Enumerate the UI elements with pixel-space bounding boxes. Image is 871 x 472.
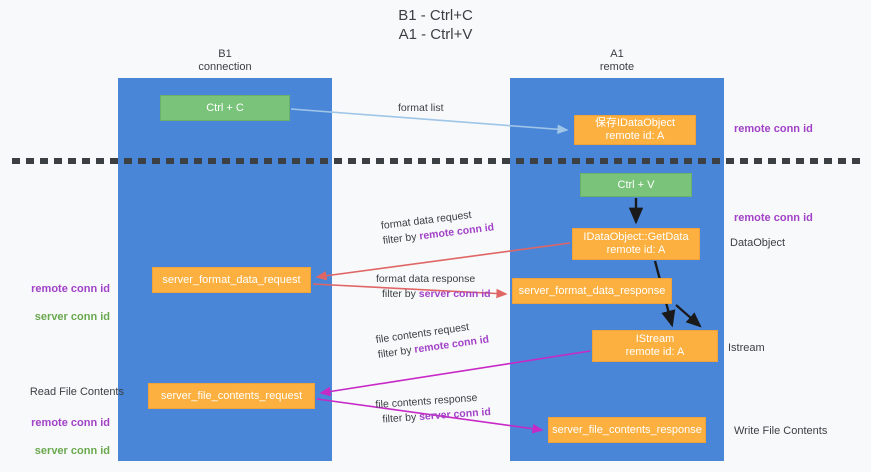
- edge-label-format-data-response-line1: format data response: [376, 273, 476, 285]
- node-istream[interactable]: IStream remote id: A: [592, 330, 718, 362]
- phase-divider: [12, 158, 860, 164]
- annotation-left-remote-conn-id-bottom: remote conn id: [31, 417, 110, 429]
- edge-label-format-list: format list: [398, 101, 444, 116]
- annotation-write-file-contents: Write File Contents: [734, 425, 828, 437]
- annotation-istream: Istream: [728, 342, 765, 354]
- filter-by-prefix: filter by: [382, 288, 419, 300]
- edge-label-format-list-line1: format list: [398, 102, 444, 114]
- node-ctrl-c[interactable]: Ctrl + C: [160, 95, 290, 121]
- annotation-left-remote-conn-id-mid: remote conn id: [31, 283, 110, 295]
- node-save-idataobject[interactable]: 保存IDataObject remote id: A: [574, 115, 696, 145]
- node-server-file-contents-response[interactable]: server_file_contents_response: [548, 417, 706, 443]
- annotation-left-conn-ids-bottom: remote conn id server conn id: [20, 402, 110, 472]
- annotation-left-conn-ids-mid: remote conn id server conn id: [20, 268, 110, 338]
- filter-by-prefix: filter by: [382, 230, 421, 247]
- edge-label-format-data-request: format data request filter by remote con…: [380, 205, 495, 248]
- node-server-format-data-response[interactable]: server_format_data_response: [512, 278, 672, 304]
- annotation-read-file-contents: Read File Contents: [29, 386, 124, 398]
- filter-by-prefix: filter by: [377, 343, 416, 361]
- edge-label-format-data-response: format data response filter by server co…: [376, 272, 491, 302]
- edge-label-file-contents-request: file contents request filter by remote c…: [375, 318, 490, 363]
- filter-key-server-conn-id: server conn id: [418, 406, 492, 423]
- annotation-dataobject: DataObject: [730, 237, 786, 249]
- annotation-left-server-conn-id-bottom: server conn id: [34, 445, 110, 457]
- column-header-b1: B1 connection: [198, 48, 252, 73]
- edge-label-file-contents-response: file contents response filter by server …: [375, 390, 491, 428]
- page-title: B1 - Ctrl+C A1 - Ctrl+V: [398, 7, 473, 43]
- node-idataobject-getdata[interactable]: IDataObject::GetData remote id: A: [572, 228, 700, 260]
- filter-key-server-conn-id: server conn id: [418, 288, 491, 300]
- annotation-remote-conn-id-top: remote conn id: [734, 123, 813, 135]
- node-ctrl-v[interactable]: Ctrl + V: [580, 173, 692, 197]
- annotation-remote-conn-id-mid: remote conn id: [734, 212, 813, 224]
- annotation-left-server-conn-id-mid: server conn id: [34, 311, 110, 323]
- node-server-format-data-request[interactable]: server_format_data_request: [152, 267, 311, 293]
- edge-label-format-data-response-line2: filter by server conn id: [376, 287, 491, 302]
- column-header-a1: A1 remote: [599, 48, 635, 73]
- node-server-file-contents-request[interactable]: server_file_contents_request: [148, 383, 315, 409]
- filter-by-prefix: filter by: [382, 411, 420, 426]
